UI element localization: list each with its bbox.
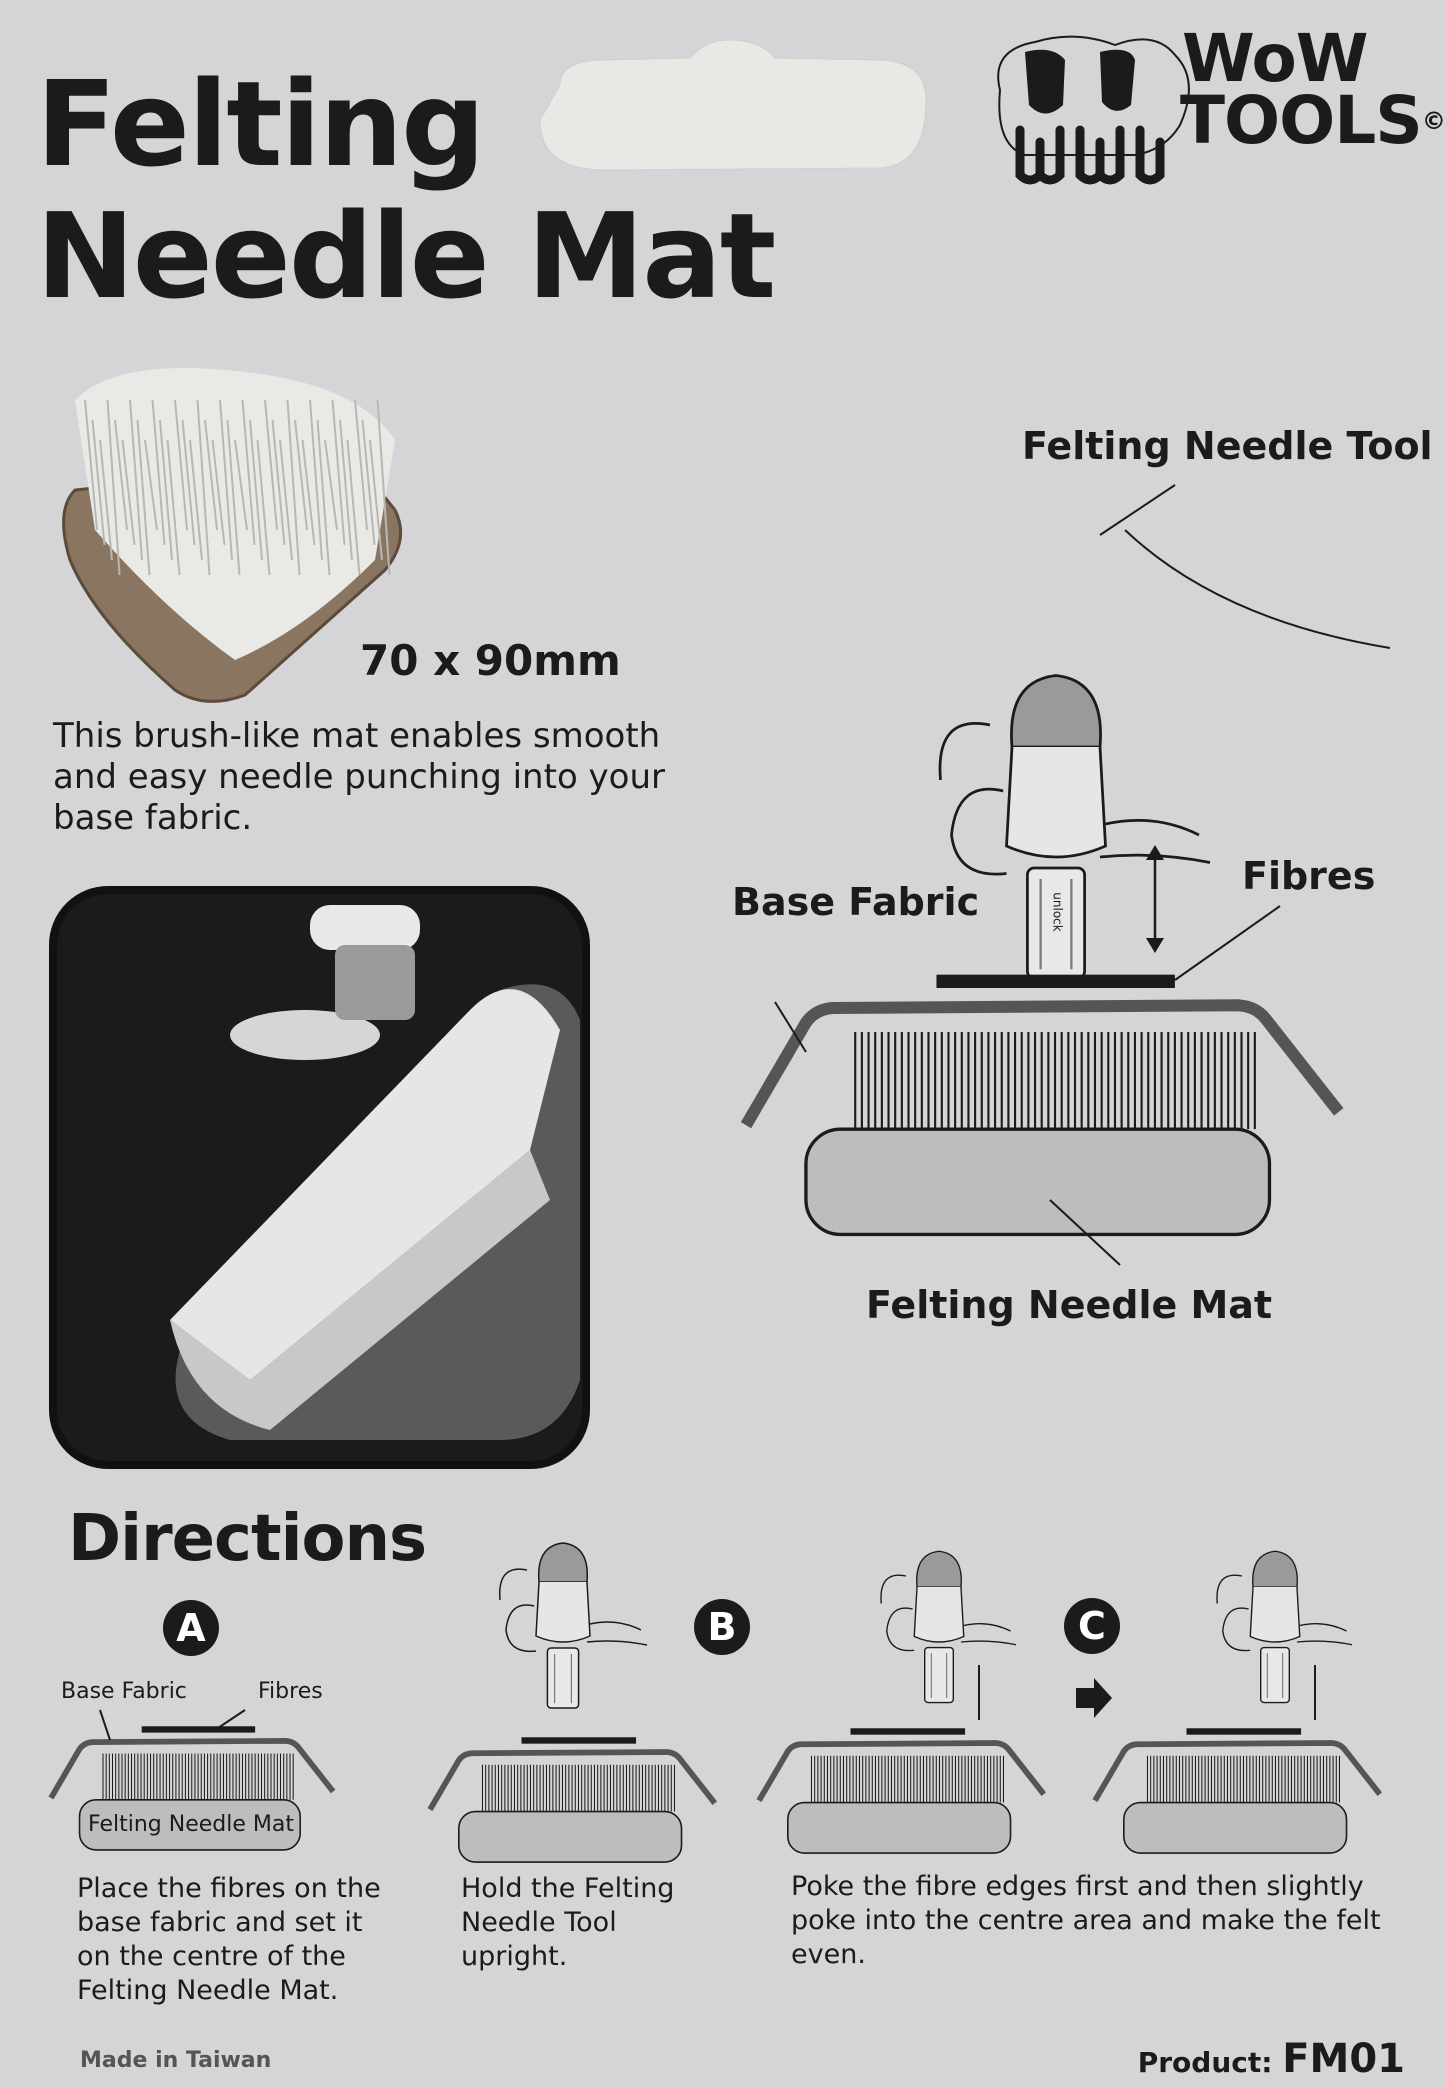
step-b-text: Hold the Felting Needle Tool upright. xyxy=(461,1873,675,1972)
bristle-line xyxy=(324,439,338,531)
bristle-line xyxy=(166,439,181,576)
bristle-line xyxy=(91,419,106,546)
bristle-line xyxy=(219,399,233,561)
product-code: Product: FM01 xyxy=(1138,2036,1405,2082)
hanger-hole xyxy=(539,39,927,171)
bristle-line xyxy=(151,399,166,546)
bristle-line xyxy=(241,399,256,546)
step-c1-diagram xyxy=(759,1550,1044,1853)
title-line-2: Needle Mat xyxy=(36,187,776,325)
badge-b-icon: B xyxy=(694,1599,750,1655)
bristle-line xyxy=(196,399,211,576)
needle-mat-photo-small xyxy=(62,368,403,703)
needle-tool-diagram xyxy=(938,674,1212,980)
tool-marking: unlock xyxy=(1050,892,1065,932)
step-b-diagram xyxy=(430,1542,715,1862)
bristle-line xyxy=(211,439,226,546)
bristle-line xyxy=(286,399,301,576)
bristle-line xyxy=(301,439,316,546)
bristle-line xyxy=(279,439,293,561)
made-in: Made in Taiwan xyxy=(80,2048,272,2073)
mat-diagram-large xyxy=(746,484,1391,1266)
bristle-line xyxy=(99,439,113,561)
bristle-line xyxy=(129,399,143,561)
bristle-line xyxy=(249,419,263,561)
bristle-line xyxy=(369,439,383,561)
label-felting-needle-tool: Felting Needle Tool xyxy=(1022,424,1433,468)
logo-line-2: TOOLS xyxy=(1180,82,1423,159)
directions-title: Directions xyxy=(68,1502,427,1576)
bristle-line xyxy=(264,399,278,531)
bristle-line xyxy=(84,399,98,531)
bristle-line xyxy=(114,419,128,531)
bristle-line xyxy=(234,439,248,531)
label-base-fabric: Base Fabric xyxy=(732,880,980,924)
bristle-line xyxy=(376,399,391,576)
bristle-line xyxy=(204,419,218,531)
bristle-line xyxy=(354,399,368,531)
product-description: This brush-like mat enables smooth and e… xyxy=(53,716,665,838)
page-title: Felting Needle Mat xyxy=(36,55,776,325)
badge-a-icon: A xyxy=(163,1600,219,1656)
bristle-line xyxy=(226,419,241,576)
logo-text: WoW TOOLS© xyxy=(1180,20,1445,154)
bristle-line xyxy=(144,439,158,531)
bristle-line xyxy=(256,439,271,576)
svg-text:A: A xyxy=(176,1606,206,1650)
bristle-line xyxy=(361,419,376,546)
step-a-label-mat: Felting Needle Mat xyxy=(88,1812,294,1837)
bristle-line xyxy=(136,419,151,576)
step-a-text: Place the fibres on the base fabric and … xyxy=(77,1873,381,2006)
bristle-line xyxy=(159,419,173,561)
bristle-line xyxy=(316,419,331,576)
bristle-line xyxy=(106,399,121,576)
product-label: Product: xyxy=(1137,2046,1273,2079)
copyright-mark: © xyxy=(1421,107,1445,135)
bristle-line xyxy=(271,419,286,546)
bristle-line xyxy=(309,399,323,561)
svg-text:C: C xyxy=(1078,1604,1106,1648)
label-fibres: Fibres xyxy=(1242,854,1376,898)
svg-text:B: B xyxy=(708,1605,737,1649)
logo-line-1: WoW xyxy=(1182,20,1369,97)
bristle-line xyxy=(339,419,353,561)
mat-size: 70 x 90mm xyxy=(360,636,621,685)
title-line-1: Felting xyxy=(36,55,486,193)
usage-photo xyxy=(49,886,590,1469)
step-a-diagram xyxy=(51,1709,333,1850)
bristle-line xyxy=(181,419,196,546)
bristle-line xyxy=(331,399,346,546)
bristle-line xyxy=(346,439,361,576)
bristle-line xyxy=(121,439,136,546)
step-a-label-fibres: Fibres xyxy=(258,1679,323,1704)
label-felting-needle-mat: Felting Needle Mat xyxy=(866,1283,1273,1327)
step-a-label-base-fabric: Base Fabric xyxy=(61,1679,187,1704)
bristle-line xyxy=(189,439,203,561)
badge-c-icon: C xyxy=(1064,1598,1120,1654)
product-code-value: FM01 xyxy=(1282,2036,1405,2082)
step-c-text: Poke the fibre edges first and then slig… xyxy=(791,1871,1381,1970)
bristle-line xyxy=(294,419,308,531)
bristle-line xyxy=(174,399,188,531)
arrow-right-icon xyxy=(1076,1678,1112,1718)
step-c2-diagram xyxy=(1095,1550,1380,1853)
wow-tools-logo-icon xyxy=(997,35,1190,185)
